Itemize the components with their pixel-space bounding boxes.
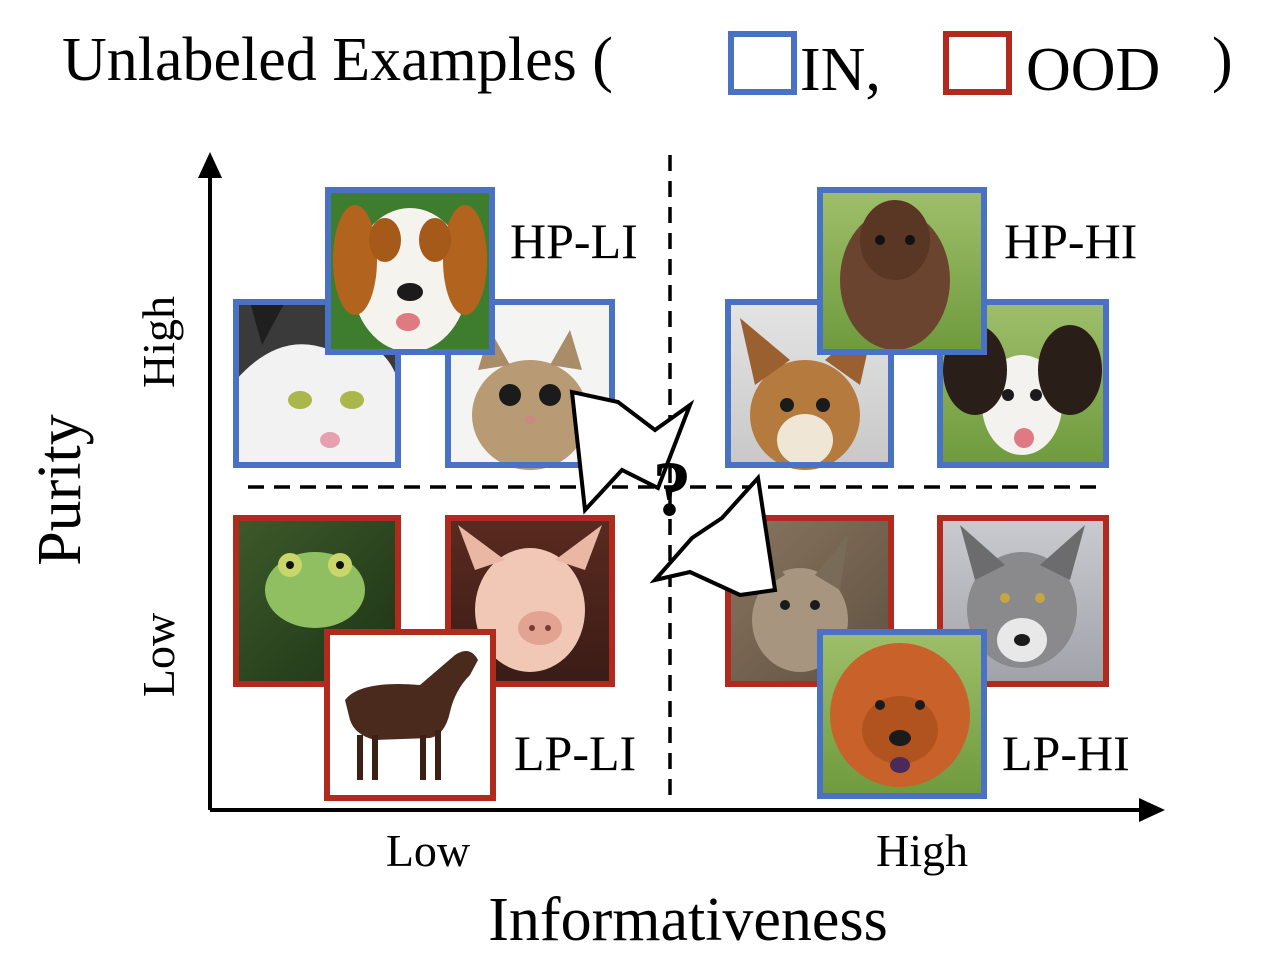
quadrant-label-hp-hi: HP-HI — [1004, 213, 1137, 269]
quadrant-label-lp-li: LP-LI — [514, 725, 636, 781]
y-tick-low: Low — [133, 612, 184, 697]
title: Unlabeled Examples ( IN, OOD ) — [62, 26, 1233, 104]
x-axis-title: Informativeness — [488, 886, 887, 954]
in-legend-label: IN, — [800, 36, 881, 104]
arrow-to-hp-li — [569, 389, 695, 515]
quadrant-label-hp-li: HP-LI — [510, 213, 638, 269]
image-dog-newfoundland — [817, 187, 987, 355]
image-dog-beagle — [325, 187, 495, 355]
quadrant-label-lp-hi: LP-HI — [1002, 725, 1130, 781]
y-axis-arrowhead — [198, 152, 222, 178]
x-axis-arrowhead — [1139, 798, 1165, 822]
image-wolf — [937, 515, 1109, 687]
image-dog-chow-chow — [817, 629, 987, 799]
x-tick-low: Low — [386, 825, 471, 876]
sampling-question: ? — [569, 389, 778, 598]
quadrant-hp-hi: HP-HI — [725, 187, 1137, 470]
y-axis-title: Purity — [26, 414, 94, 566]
axes: Informativeness Purity Low High High Low — [26, 152, 1165, 954]
title-prefix: Unlabeled Examples ( — [62, 26, 613, 94]
image-cat-tabby — [445, 299, 615, 470]
image-horse — [324, 629, 496, 801]
quadrant-lp-hi: LP-HI — [725, 515, 1130, 799]
question-mark: ? — [653, 445, 692, 532]
quadrant-lp-li: LP-LI — [233, 515, 636, 801]
y-tick-high: High — [133, 296, 184, 388]
quadrant-hp-li: HP-LI — [233, 187, 638, 470]
arrow-to-lp-hi — [649, 473, 778, 598]
image-dog-papillon — [937, 299, 1109, 468]
title-suffix: ) — [1212, 26, 1233, 94]
quadrant-dividers — [248, 155, 1105, 800]
image-cat-tuxedo — [233, 299, 401, 468]
x-tick-high: High — [876, 825, 968, 876]
in-legend-swatch — [728, 31, 797, 95]
ood-legend-label: OOD — [1026, 36, 1160, 104]
ood-legend-swatch — [943, 31, 1012, 95]
